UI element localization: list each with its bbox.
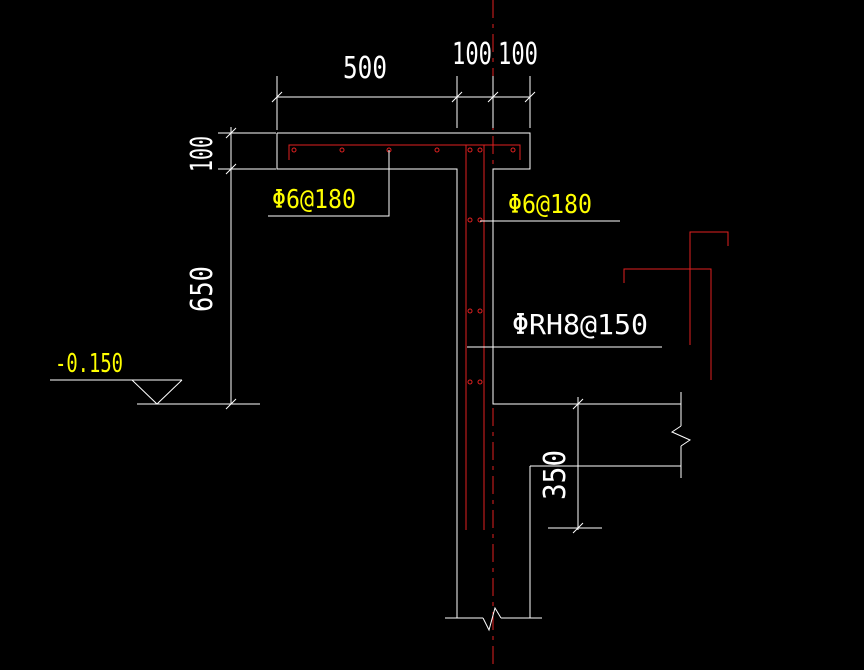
left-dimension: 100 650 [185,127,276,410]
wall-rebar-label: Φ6@180 [508,190,592,220]
dim-100-right-label: 100 [498,37,538,72]
detail-red-lines [623,231,729,380]
dim-500-label: 500 [343,51,387,86]
dim-100-vertical-label: 100 [185,136,220,172]
rebar [288,144,521,530]
concrete-outline [276,132,692,632]
rebar-annotations: Φ6@180 Φ6@180 ΦRH8@150 [268,150,662,348]
slab-rebar-label: Φ6@180 [272,185,356,215]
top-dimension: 500 100 100 [271,37,538,130]
dim-350-label: 350 [538,450,573,500]
ring-rebar-label: ΦRH8@150 [512,308,648,341]
elevation-marker: -0.150 [50,349,231,405]
elevation-label: -0.150 [55,349,123,379]
step-dimension: 350 [538,397,602,534]
dim-650-label: 650 [185,266,220,312]
dim-100-left-label: 100 [452,37,492,72]
